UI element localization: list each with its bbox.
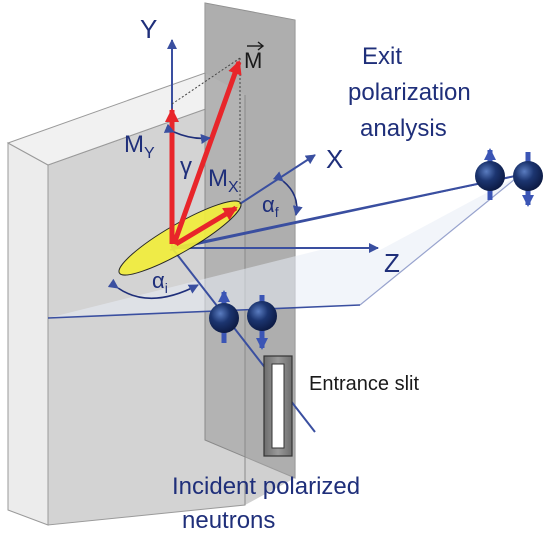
z-axis-label: Z [384,248,400,278]
alpha-i-sub: i [165,280,168,296]
x-axis-label: X [326,144,343,174]
my-label-main: M [124,131,144,158]
plane-fill [48,175,520,318]
exit-neutrons [475,148,543,207]
mx-label-sub: X [228,179,239,196]
exit-label-line1: Exit [362,43,402,70]
entrance-slit [263,355,293,457]
incident-label-line1: Incident polarized [172,473,360,500]
incident-label-line2: neutrons [182,507,275,534]
vector-m-text: M [244,48,262,73]
alpha-f-main: α [262,192,275,217]
gamma-arc [163,123,211,144]
incident-neutron-spin-down [247,301,277,331]
slit-opening [271,363,285,449]
entrance-slit-label: Entrance slit [309,373,419,395]
transmitted-plane-line [171,174,521,249]
plane-edge-right [359,174,521,306]
alpha-f-label: αf [262,192,279,220]
alpha-f-arc [272,171,303,216]
alpha-i-main: α [152,268,165,293]
alpha-i-label: αi [152,268,168,296]
alpha-i-arc [107,278,199,300]
plane-edge-front [47,304,361,319]
y-axis-label: Y [140,14,157,44]
incident-neutron-spin-up [209,303,239,333]
gamma-label: γ [180,153,192,180]
my-label-sub: Y [144,145,155,162]
vector-m [171,60,242,245]
mx-label-main: M [208,165,228,192]
exit-label-line3: analysis [360,115,447,142]
vector-m-overline-head [257,41,265,51]
alpha-f-sub: f [275,204,279,220]
incident-neutrons [209,290,277,350]
mx-label: MX [208,165,239,196]
vector-mx [174,205,238,247]
exit-neutron-spin-up [475,161,505,191]
vector-m-label: M [244,41,265,73]
my-label: MY [124,131,155,162]
exit-neutron-spin-down [513,161,543,191]
exit-label-line2: polarization [348,79,471,106]
slab-side-face [7,142,49,526]
